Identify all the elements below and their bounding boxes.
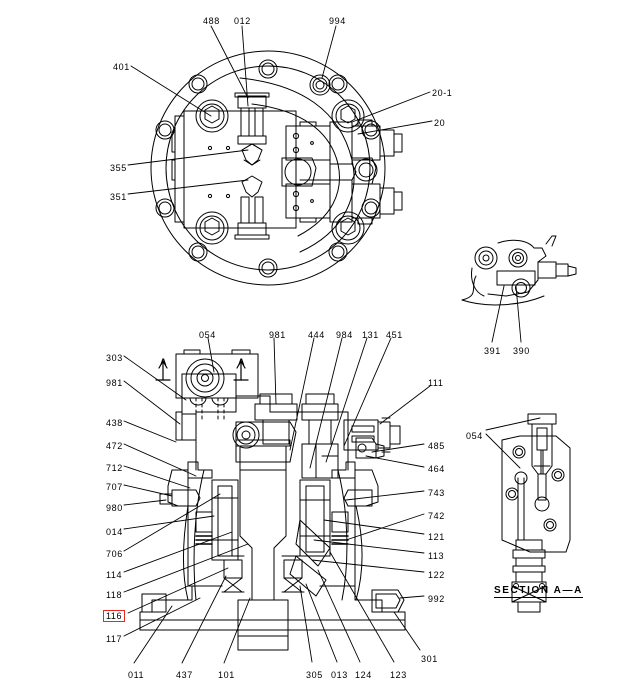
callout-label-981t: 981 [269, 330, 286, 340]
callout-label-390: 390 [513, 346, 530, 356]
callout-label-113: 113 [428, 551, 445, 561]
callout-label-118: 118 [106, 590, 123, 600]
callout-label-742: 742 [428, 511, 445, 521]
callout-label-123: 123 [390, 670, 407, 680]
callout-label-712: 712 [106, 463, 123, 473]
callout-label-011: 011 [128, 670, 145, 680]
callout-label-992: 992 [428, 594, 445, 604]
section-marker-letter-1: A [160, 357, 167, 367]
callout-label-488: 488 [203, 16, 220, 26]
callout-label-391: 391 [484, 346, 501, 356]
leader-lines [123, 25, 541, 664]
callout-label-054: 054 [199, 330, 216, 340]
callout-label-303: 303 [106, 353, 123, 363]
section-arrow-markers [155, 360, 249, 381]
detail-top-right-group [461, 235, 577, 306]
callout-label-117: 117 [106, 634, 123, 644]
callout-label-980: 980 [106, 503, 123, 513]
callout-label-472: 472 [106, 441, 123, 451]
callout-label-122: 122 [428, 570, 445, 580]
callout-label-485: 485 [428, 441, 445, 451]
callout-label-706: 706 [106, 549, 123, 559]
callout-label-20: 20 [434, 118, 446, 128]
callout-label-301: 301 [421, 654, 438, 664]
callout-label-707: 707 [106, 482, 123, 492]
callout-label-054s: 054 [466, 431, 483, 441]
port-block-lower [285, 179, 403, 225]
callout-label-131: 131 [362, 330, 379, 340]
callout-label-121: 121 [428, 532, 445, 542]
callout-label-464: 464 [428, 464, 445, 474]
section-aa-caption: SECTION A—A [494, 585, 583, 598]
callout-label-981: 981 [106, 378, 123, 388]
callout-label-012: 012 [234, 16, 251, 26]
top-view-group [150, 50, 403, 286]
callout-label-014: 014 [106, 527, 123, 537]
callout-label-994: 994 [329, 16, 346, 26]
callout-label-401: 401 [113, 62, 130, 72]
section-aa-group [501, 413, 571, 613]
callout-label-444: 444 [308, 330, 325, 340]
callout-label-438: 438 [106, 418, 123, 428]
callout-label-111: 111 [428, 378, 444, 388]
section-marker-letter-2: A [238, 357, 245, 367]
hose-fitting-111 [343, 417, 401, 453]
callout-label-451: 451 [386, 330, 403, 340]
callout-label-305: 305 [306, 670, 323, 680]
valve-assembly-upper [234, 92, 270, 166]
callout-label-101: 101 [218, 670, 235, 680]
callout-label-013: 013 [331, 670, 348, 680]
callout-label-984: 984 [336, 330, 353, 340]
callout-label-20-1: 20-1 [432, 88, 453, 98]
callout-label-437: 437 [176, 670, 193, 680]
main-view-group [139, 349, 406, 651]
valve-assembly-lower [234, 175, 270, 240]
callout-label-114: 114 [106, 570, 123, 580]
callout-label-116: 116 [103, 610, 126, 622]
callout-label-124: 124 [355, 670, 372, 680]
callout-label-355: 355 [110, 163, 127, 173]
callout-label-743: 743 [428, 488, 445, 498]
callout-label-351: 351 [110, 192, 127, 202]
